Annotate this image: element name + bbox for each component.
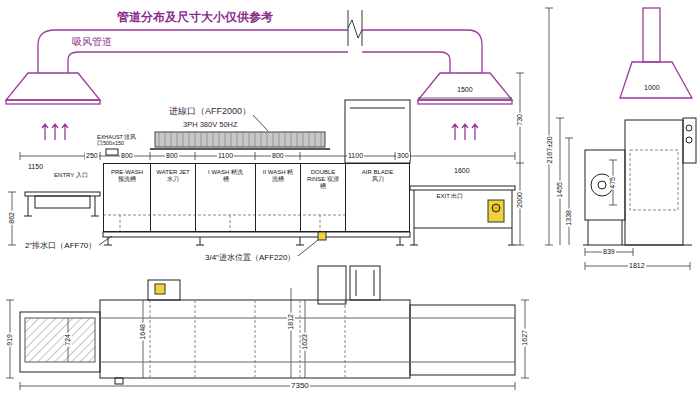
side-view [583,118,696,245]
dimension-label: 1623 [301,333,309,351]
suction-duct [6,8,692,140]
dimension-label: 2167±20 [546,135,554,164]
section-label: WATER JET 水刀 [155,169,191,183]
dimension-label: 1812 [628,262,646,270]
dimension-label: 1627 [521,329,529,347]
dimension-label: 1455 [556,181,564,199]
exhaust-label: EXHAUST 排风口500x150 [96,134,140,146]
dimension-label: 2000 [516,191,524,209]
section-label: II WASH 精洗槽 [260,169,296,183]
tank-section: EXIT 出口 [415,191,485,211]
dimension-label: 1812 [287,313,295,331]
plan-view [20,266,515,384]
tank-section: DOUBLE RINSE 双漂槽 [300,163,346,232]
dimension-label: 1000 [643,84,661,92]
dimension-label: 1500 [456,86,474,94]
section-label: ENTRY 入口 [53,172,89,179]
dimension-label: 919 [6,333,14,347]
tank-section: II WASH 精洗槽 [255,163,301,232]
dimension-label: 800 [165,152,179,160]
dimension-label: 1150 [27,163,44,171]
break-symbol [348,10,362,46]
dimension-label: 839 [602,248,616,256]
drain-label: 2"排水口（AFF70） [24,242,97,251]
tank-section: I WASH 精洗槽 [195,163,256,232]
power-inlet-label: 进線口（AFF2000） [168,107,252,117]
dimension-label: 1100 [347,152,364,160]
dimension-label: 862 [8,211,16,225]
dimension-label: 7350 [290,382,310,391]
dimension-label: 800 [120,152,134,160]
dimension-label: 730 [516,113,524,127]
dimension-label: 475 [609,176,617,190]
dimension-lines [6,8,690,390]
dimension-label: 800 [271,152,285,160]
dimension-label: 300 [396,152,410,160]
dimension-label: 1648 [139,323,147,341]
dimension-label: 724 [64,333,72,347]
note-text: 管道分布及尺寸大小仅供参考 [116,11,274,24]
section-label: EXIT 出口 [432,193,468,200]
section-label: PRE-WASH 预洗槽 [109,169,145,183]
section-label: I WASH 精洗槽 [208,169,244,183]
tank-section: ENTRY 入口 [45,170,97,192]
front-view [24,100,516,256]
dimension-label: 1600 [453,167,471,175]
tank-section: PRE-WASH 预洗槽 [103,163,151,232]
power-spec-label: 3PH 380V 50HZ [182,121,239,129]
tank-section: WATER JET 水刀 [150,163,196,232]
dimension-label: 250 [85,152,99,160]
section-label: DOUBLE RINSE 双漂槽 [305,169,341,190]
tank-section: AIR BLADE 风刀 [345,163,410,232]
duct-label: 吸风管道 [71,36,113,47]
dimension-label: 1100 [217,152,234,160]
section-label: AIR BLADE 风刀 [360,169,396,183]
water-inlet-label: 3/4"进水位置（AFF220） [204,254,296,263]
dimension-label: 1338 [565,209,573,227]
